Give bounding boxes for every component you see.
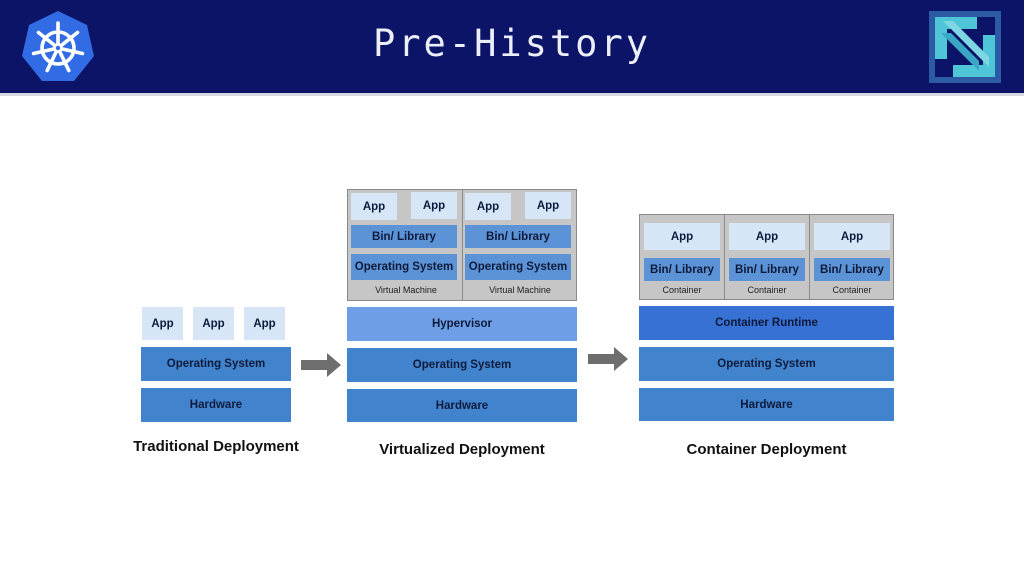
vm-app-box: App — [465, 193, 511, 220]
traditional-app-box: App — [244, 307, 285, 340]
vm-app-box: App — [351, 193, 397, 220]
vm-app-box: App — [411, 192, 457, 219]
container-label: Container — [747, 285, 787, 295]
container-app-box: App — [729, 223, 805, 250]
vm-guest-os-layer: Operating System — [465, 254, 571, 280]
container-app-box: App — [814, 223, 890, 250]
header-bar — [0, 0, 1024, 93]
container-app-box: App — [644, 223, 720, 250]
vm-divider — [462, 189, 463, 301]
cncf-logo-icon — [929, 11, 1001, 83]
container-bin-library-layer: Bin/ Library — [729, 258, 805, 281]
vm-guest-os-layer: Operating System — [351, 254, 457, 280]
header-divider — [0, 93, 1024, 96]
traditional-app-box: App — [193, 307, 234, 340]
kubernetes-logo-icon — [22, 11, 94, 81]
hypervisor-layer: Hypervisor — [347, 307, 577, 341]
container-os-layer: Operating System — [639, 347, 894, 381]
right-arrow-icon — [301, 353, 341, 377]
virtualized-hardware-layer: Hardware — [347, 389, 577, 422]
vm-bin-library-layer: Bin/ Library — [465, 225, 571, 248]
traditional-app-box: App — [142, 307, 183, 340]
virtualized-deployment-caption: Virtualized Deployment — [379, 441, 545, 458]
container-bin-library-layer: Bin/ Library — [814, 258, 890, 281]
right-arrow-icon — [588, 347, 628, 371]
container-deployment-caption: Container Deployment — [686, 441, 847, 458]
container-hardware-layer: Hardware — [639, 388, 894, 421]
page-title: Pre-History — [372, 22, 652, 65]
vm-app-box: App — [525, 192, 571, 219]
vm-bin-library-layer: Bin/ Library — [351, 225, 457, 248]
traditional-deployment-caption: Traditional Deployment — [133, 438, 299, 455]
virtualized-os-layer: Operating System — [347, 348, 577, 382]
container-label: Container — [662, 285, 702, 295]
vm-label: Virtual Machine — [375, 285, 437, 295]
container-divider — [809, 214, 810, 300]
container-runtime-layer: Container Runtime — [639, 306, 894, 340]
traditional-hardware-layer: Hardware — [141, 388, 291, 422]
traditional-os-layer: Operating System — [141, 347, 291, 381]
container-divider — [724, 214, 725, 300]
vm-label: Virtual Machine — [489, 285, 551, 295]
container-bin-library-layer: Bin/ Library — [644, 258, 720, 281]
container-label: Container — [832, 285, 872, 295]
